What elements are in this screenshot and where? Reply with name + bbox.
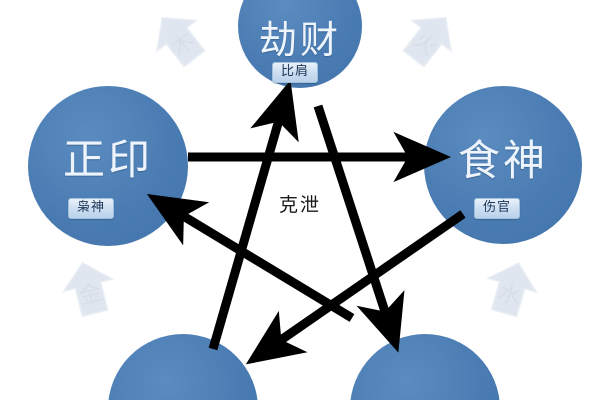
center-relation-label: 克泄 bbox=[278, 194, 321, 216]
badge-xiaoshen[interactable]: 枭神 bbox=[68, 198, 115, 220]
arrow-bottomleft-to-top bbox=[208, 80, 299, 351]
badge-bijian[interactable]: 比肩 bbox=[272, 62, 319, 84]
node-jiecai-label: 劫财 bbox=[258, 18, 341, 62]
arrow-top-to-bottomright bbox=[313, 104, 405, 353]
node-zhengyin-label: 正印 bbox=[62, 135, 153, 184]
arrow-bottomright-to-left bbox=[146, 194, 355, 322]
arrow-right-to-bottomleft bbox=[245, 210, 466, 365]
badge-shangguan[interactable]: 伤官 bbox=[474, 198, 521, 220]
node-shishen-label: 食神 bbox=[457, 136, 548, 185]
